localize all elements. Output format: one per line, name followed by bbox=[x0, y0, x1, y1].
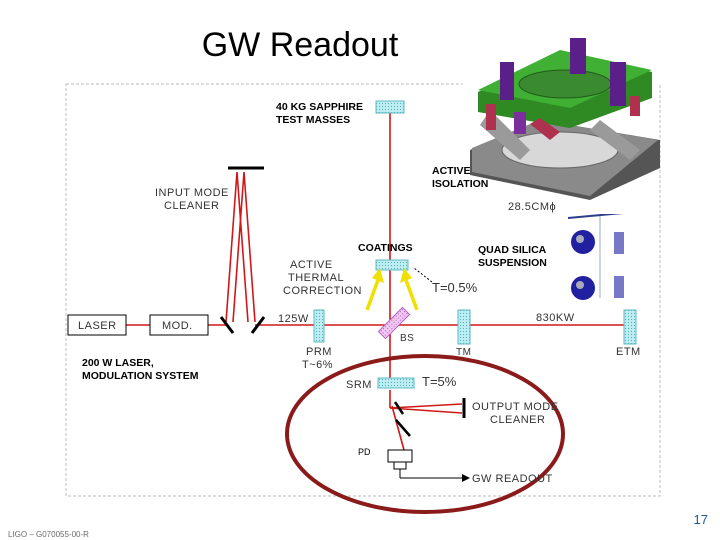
label-t-6: T~6% bbox=[302, 359, 333, 371]
label-coatings: COATINGS bbox=[358, 242, 413, 254]
label-active-isolation-2: ISOLATION bbox=[432, 178, 488, 190]
photodiode-base bbox=[393, 461, 407, 470]
label-etm: ETM bbox=[616, 346, 641, 358]
mod-box bbox=[149, 314, 209, 336]
label-mod: MOD. bbox=[162, 320, 193, 332]
thermal-correction-arrows bbox=[365, 268, 419, 311]
label-output-mode-cleaner-1: OUTPUT MODE bbox=[472, 401, 559, 413]
imc-steering-mirror-left bbox=[219, 316, 235, 334]
label-laser-system-1: 200 W LASER, bbox=[82, 357, 154, 369]
label-active-isolation-1: ACTIVE bbox=[432, 165, 471, 177]
label-tm: TM bbox=[456, 347, 471, 358]
label-prm: PRM bbox=[306, 346, 332, 358]
laser-box bbox=[67, 314, 127, 336]
label-sapphire-1: 40 KG SAPPHIRE bbox=[276, 101, 363, 113]
label-active-thermal-2: THERMAL bbox=[288, 272, 344, 284]
coating-optic bbox=[375, 259, 409, 271]
label-laser-system-2: MODULATION SYSTEM bbox=[82, 370, 199, 382]
label-gw-readout: GW READOUT bbox=[472, 473, 553, 485]
quad-suspension-graphic bbox=[567, 211, 635, 300]
label-srm: SRM bbox=[346, 379, 372, 391]
label-laser: LASER bbox=[78, 320, 117, 332]
page-number: 17 bbox=[693, 512, 708, 527]
label-output-mode-cleaner-2: CLEANER bbox=[490, 414, 545, 426]
photodiode bbox=[387, 449, 413, 463]
itm-optic bbox=[375, 100, 405, 114]
omc-mirror-left bbox=[393, 401, 405, 415]
t-0-5-pointer bbox=[413, 267, 433, 283]
footer-text: LIGO – G070055-00-R bbox=[8, 530, 89, 539]
laser-beam-path bbox=[126, 113, 626, 451]
diagram-border bbox=[65, 83, 661, 497]
label-bs: BS bbox=[400, 333, 414, 344]
label-28-5cm: 28.5CMϕ bbox=[508, 201, 556, 213]
label-t-0-5: T=0.5% bbox=[432, 280, 478, 295]
label-quad-silica-2: SUSPENSION bbox=[478, 257, 547, 269]
input-mode-cleaner bbox=[225, 166, 264, 323]
srm-optic bbox=[377, 377, 415, 389]
etm-optic bbox=[623, 309, 637, 345]
active-isolation-graphic bbox=[463, 18, 660, 214]
omc-lower-mirror bbox=[395, 419, 411, 437]
label-830kw: 830KW bbox=[536, 312, 575, 324]
label-input-mode-cleaner-2: CLEANER bbox=[164, 200, 219, 212]
readout-highlight-ellipse bbox=[285, 354, 565, 514]
slide-title: GW Readout bbox=[201, 26, 399, 64]
label-input-mode-cleaner-1: INPUT MODE bbox=[155, 187, 229, 199]
tm-optic bbox=[457, 309, 471, 345]
beam-splitter bbox=[377, 306, 411, 340]
label-active-thermal-1: ACTIVE bbox=[290, 259, 333, 271]
label-quad-silica-1: QUAD SILICA bbox=[478, 244, 547, 256]
label-t-5: T=5% bbox=[422, 374, 457, 389]
label-sapphire-2: TEST MASSES bbox=[276, 114, 350, 126]
label-pd: PD bbox=[358, 447, 371, 457]
label-125w: 125W bbox=[278, 313, 309, 325]
label-active-thermal-3: CORRECTION bbox=[283, 285, 362, 297]
imc-steering-mirror-right bbox=[250, 316, 266, 334]
prm-optic bbox=[313, 309, 325, 343]
